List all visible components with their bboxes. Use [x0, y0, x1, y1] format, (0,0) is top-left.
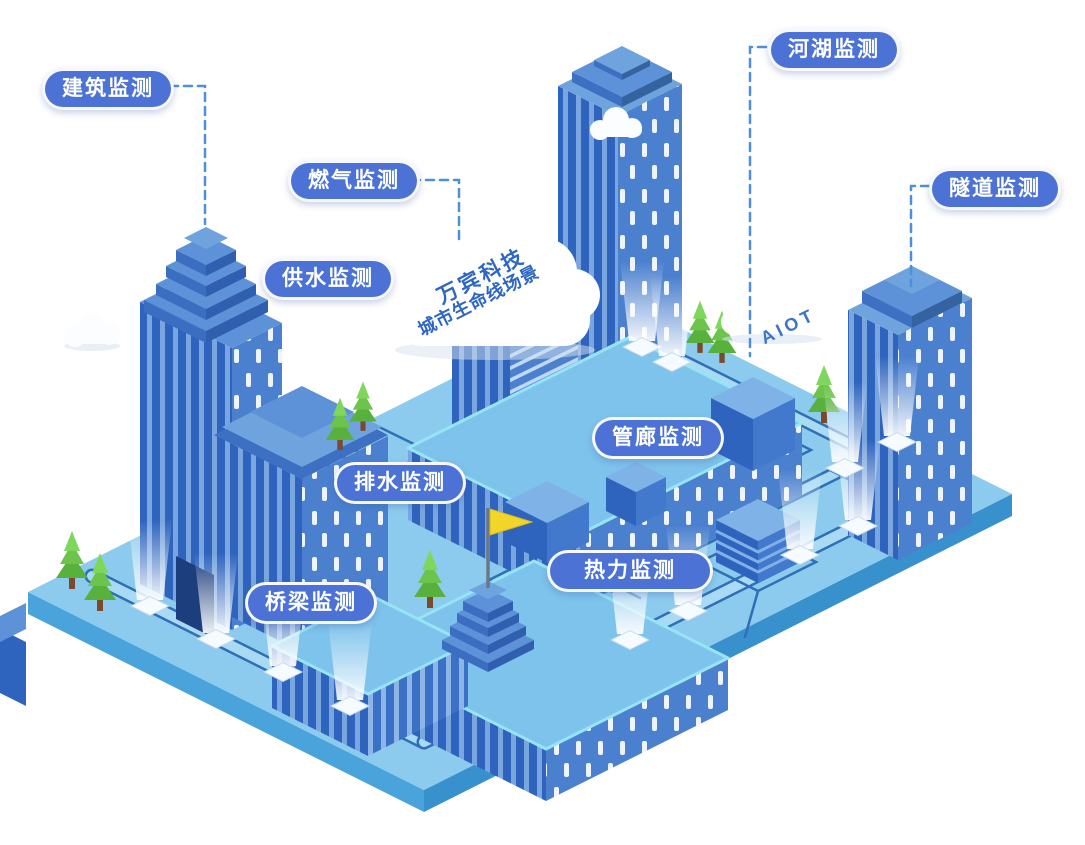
tree: [414, 550, 446, 608]
light-beam: [194, 553, 238, 650]
label-heating-monitoring: 热力监测: [547, 550, 713, 593]
cloud-small-tower: [590, 107, 642, 140]
label-pipe-gallery-monitoring: 管廊监测: [592, 417, 724, 460]
light-beam: [650, 276, 694, 373]
connector-river-lake: [748, 45, 768, 358]
label-tunnel-monitoring: 隧道监测: [929, 168, 1061, 211]
flag-icon: [489, 508, 534, 536]
connector-tunnel: [909, 184, 931, 288]
connectors: [168, 45, 931, 358]
label-water-supply-monitoring: 供水监测: [262, 258, 394, 301]
label-bridge-monitoring: 桥梁监测: [245, 582, 377, 625]
ziggurat-top: [144, 227, 268, 343]
label-building-monitoring: 建筑监测: [42, 68, 174, 111]
edge-building: [0, 603, 26, 706]
cloud-small-left: [64, 313, 120, 351]
light-beam: [778, 469, 822, 566]
tree: [84, 553, 116, 611]
tree: [349, 381, 377, 431]
connector-building: [168, 84, 207, 226]
light-beam: [823, 382, 867, 479]
tree: [685, 300, 715, 353]
label-gas-monitoring: 燃气监测: [288, 160, 420, 203]
utility-cube-small: [606, 462, 666, 526]
light-beam: [128, 520, 172, 617]
aiot-cloud: [721, 282, 822, 344]
utility-cube-pipegallery: [711, 377, 795, 471]
tree: [56, 531, 88, 589]
label-drainage-monitoring: 排水监测: [334, 462, 466, 505]
label-river-lake-monitoring: 河湖监测: [768, 29, 900, 72]
light-beam: [328, 620, 372, 717]
trees: [56, 300, 840, 611]
tree: [325, 397, 355, 450]
flag-tower: [442, 508, 534, 672]
connector-gas: [410, 178, 461, 245]
light-beam: [875, 356, 919, 453]
brand-cloud: [393, 221, 600, 360]
